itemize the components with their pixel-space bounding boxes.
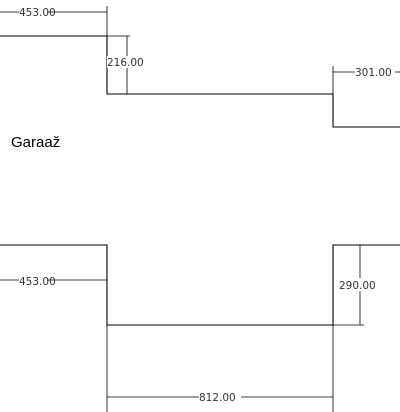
dim-bottom-width: 812.00: [106, 325, 334, 412]
top-wall: [0, 35, 400, 128]
dim-label-bottom-width: 812.00: [199, 392, 236, 404]
dim-top-right-width: 301.00: [332, 65, 400, 94]
dim-label-top-left-width: 453.00: [19, 7, 56, 19]
dim-bottom-right-height: 290.00: [333, 244, 381, 326]
dim-label-top-step-height: 216.00: [107, 57, 144, 69]
dim-label-bottom-left-width: 453.00: [19, 276, 56, 288]
dim-top-step-height: 216.00: [107, 35, 147, 95]
dim-label-top-right-width: 301.00: [355, 67, 392, 79]
dim-bottom-left-width: 453.00: [0, 274, 107, 288]
room-label: Garaaž: [11, 134, 61, 151]
dim-label-bottom-right-height: 290.00: [339, 280, 376, 292]
dim-top-left-width: 453.00: [0, 5, 108, 36]
